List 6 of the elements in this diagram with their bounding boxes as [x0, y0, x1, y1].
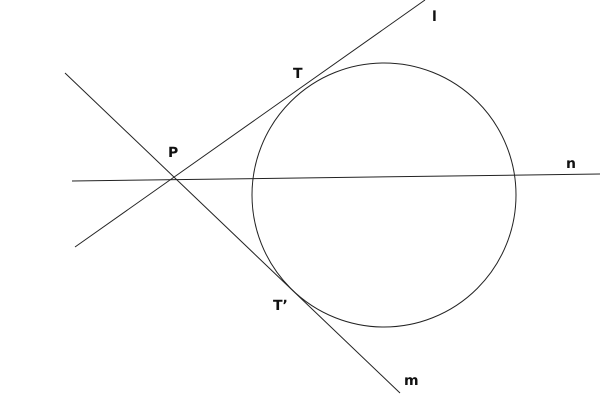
point-label: P	[168, 146, 178, 160]
point-label: T’	[273, 299, 288, 313]
point-label: T	[293, 67, 303, 81]
point-label: m	[404, 374, 419, 388]
point-label: n	[566, 157, 576, 171]
point-label: l	[432, 10, 437, 24]
